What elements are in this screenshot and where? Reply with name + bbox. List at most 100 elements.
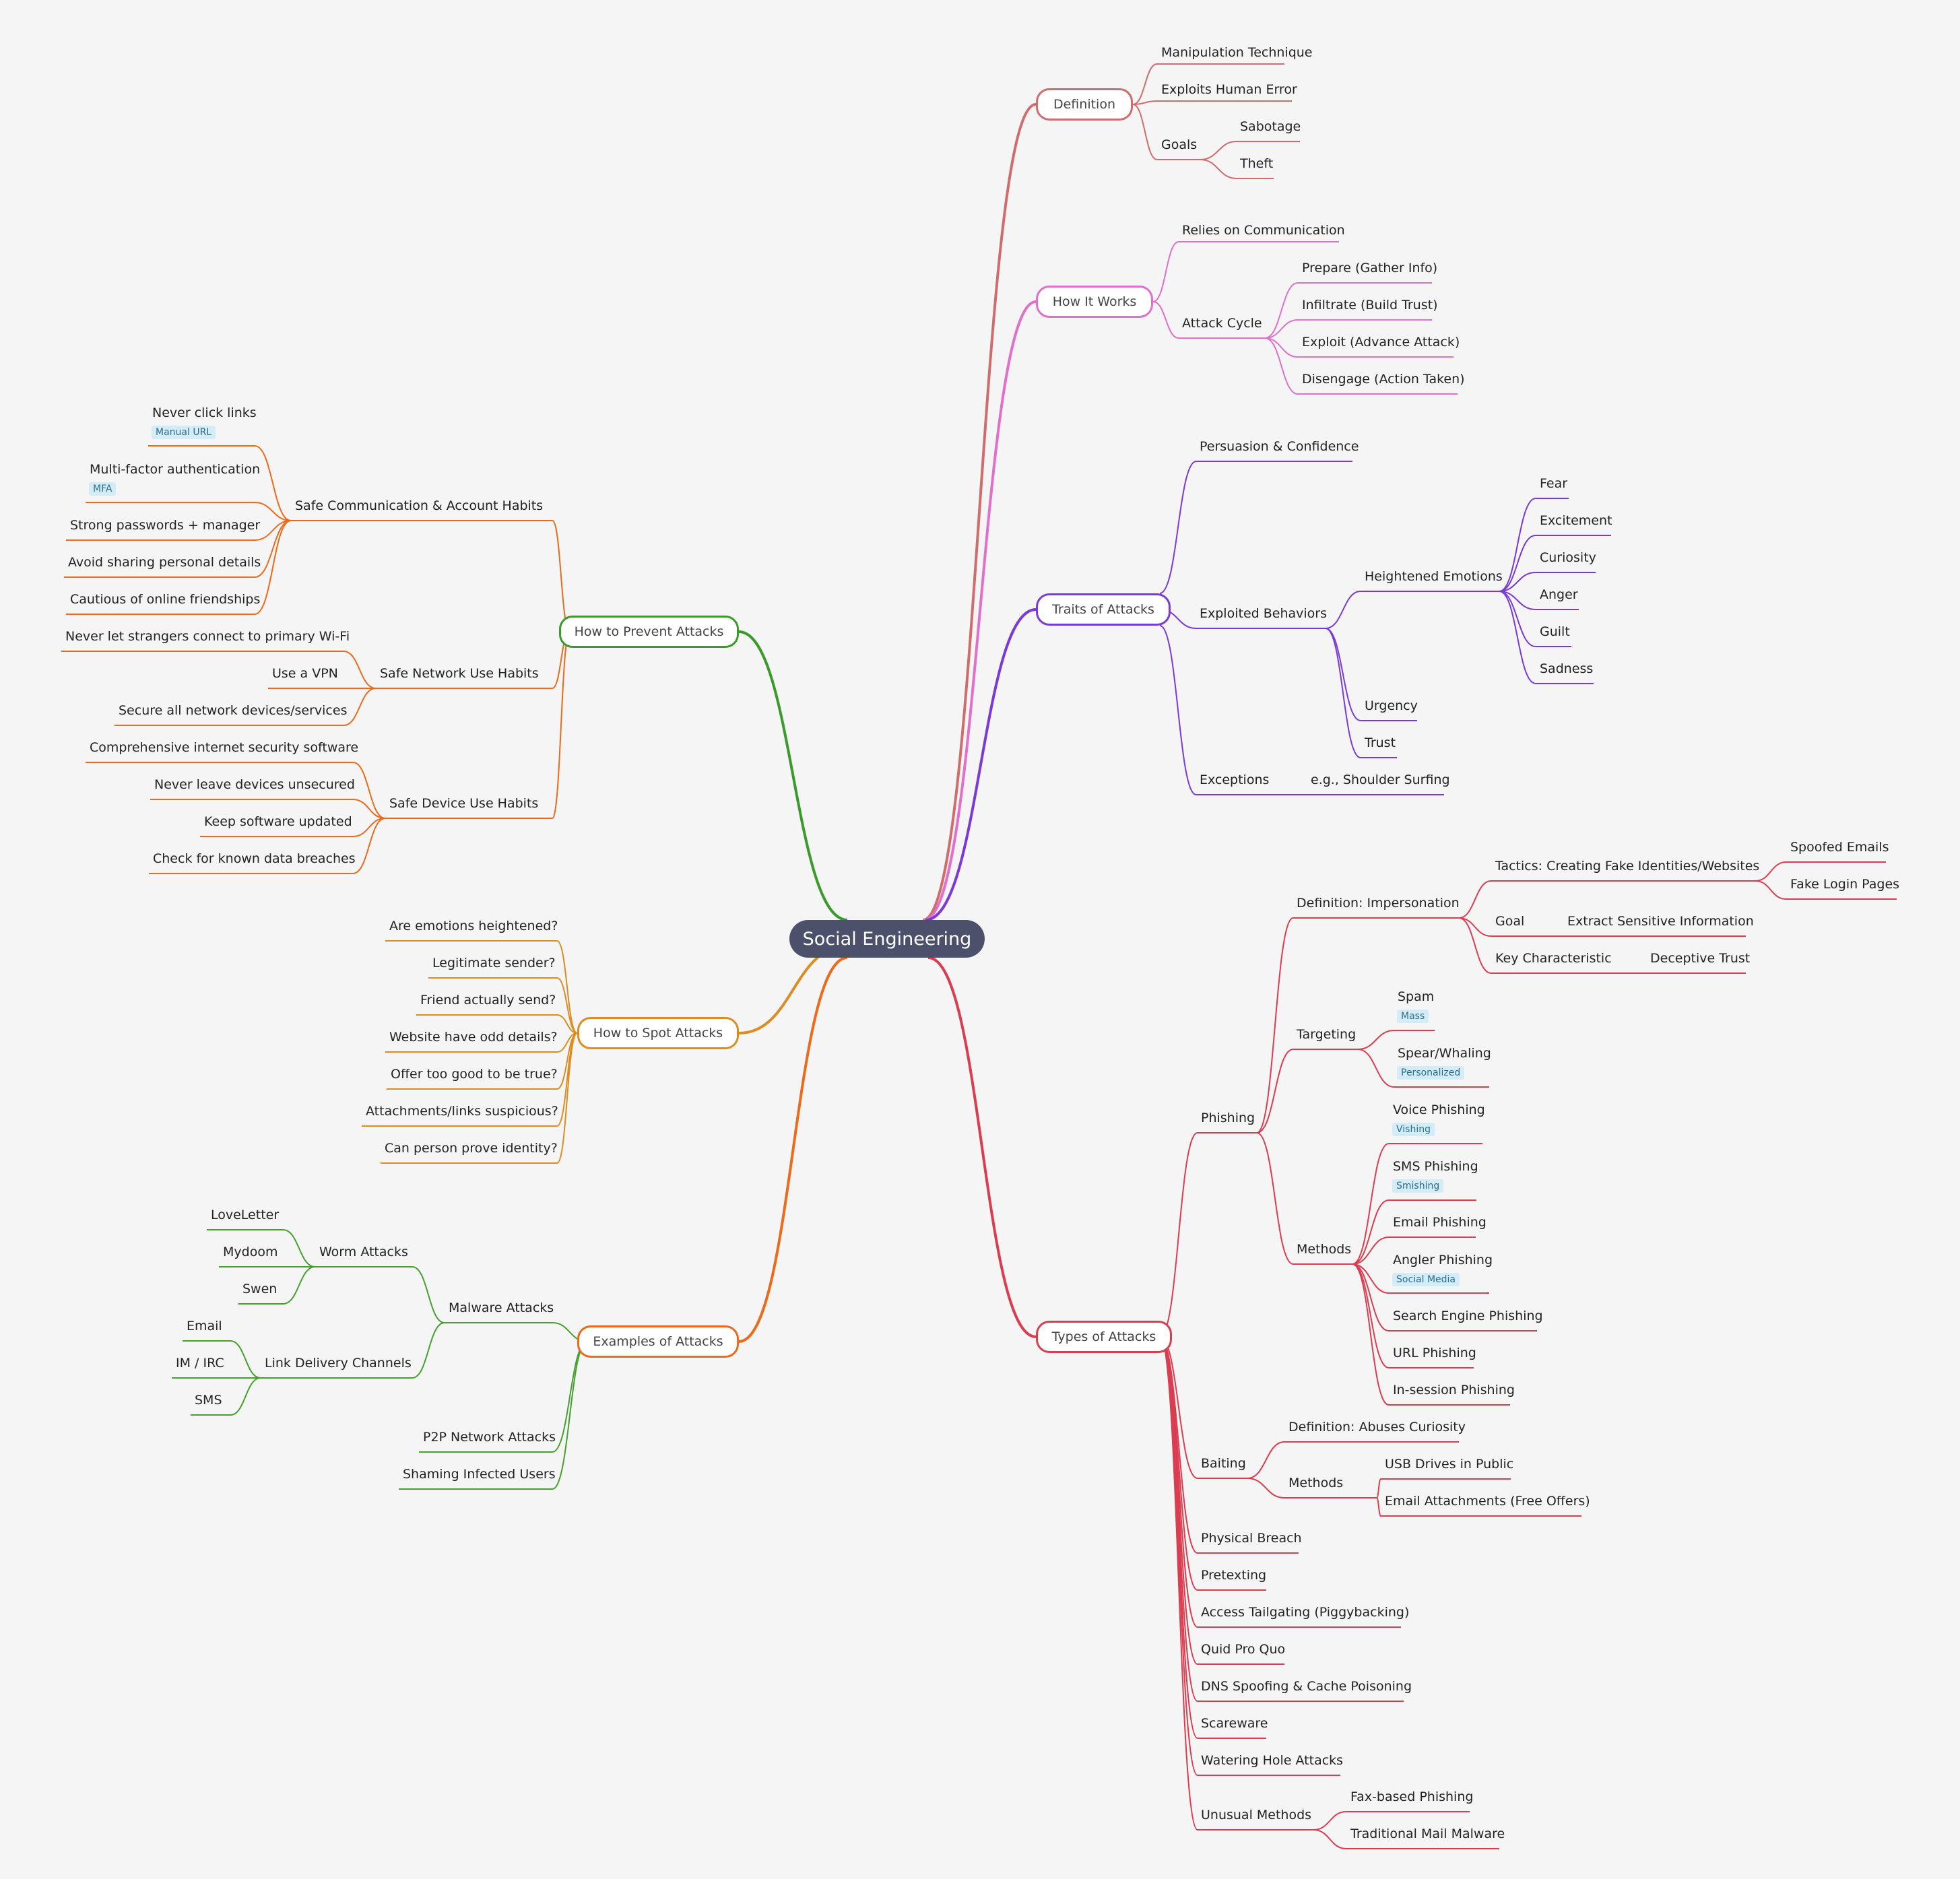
emotion-item[interactable]: Guilt (1540, 624, 1570, 639)
spot-item[interactable]: Offer too good to be true? (391, 1067, 558, 1082)
spot-item[interactable]: Are emotions heightened? (389, 919, 558, 933)
baiting-method-item[interactable]: USB Drives in Public (1385, 1457, 1514, 1472)
prevent-item[interactable]: Cautious of online friendships (70, 592, 261, 607)
exceptions[interactable]: Exceptions (1200, 772, 1270, 787)
prevent-network[interactable]: Safe Network Use Habits (380, 666, 539, 681)
method-item[interactable]: Search Engine Phishing (1393, 1309, 1543, 1323)
emotion-item[interactable]: Curiosity (1540, 550, 1596, 565)
device-item[interactable]: Comprehensive internet security software (90, 740, 359, 755)
phishing-goal-value[interactable]: Extract Sensitive Information (1567, 914, 1754, 929)
device-item[interactable]: Keep software updated (204, 814, 352, 829)
definition-item[interactable]: Exploits Human Error (1161, 82, 1297, 97)
emotion-item[interactable]: Fear (1540, 476, 1568, 491)
link-delivery[interactable]: Link Delivery Channels (265, 1356, 412, 1371)
method-item[interactable]: Voice Phishing (1393, 1102, 1485, 1117)
branch-how-it-works[interactable]: How It Works (1036, 286, 1153, 318)
traits-item[interactable]: Persuasion & Confidence (1200, 439, 1359, 454)
emotion-item[interactable]: Excitement (1540, 513, 1612, 528)
prevent-item[interactable]: Multi-factor authentication (90, 462, 261, 477)
prevent-device[interactable]: Safe Device Use Habits (389, 796, 539, 811)
baiting-definition[interactable]: Definition: Abuses Curiosity (1288, 1420, 1466, 1435)
exploited-behaviors[interactable]: Exploited Behaviors (1200, 606, 1327, 621)
network-item[interactable]: Secure all network devices/services (119, 703, 348, 718)
branch-spot[interactable]: How to Spot Attacks (577, 1017, 739, 1049)
method-item[interactable]: URL Phishing (1393, 1346, 1476, 1360)
attack-type[interactable]: Watering Hole Attacks (1201, 1753, 1344, 1768)
method-item[interactable]: Angler Phishing (1393, 1253, 1493, 1267)
method-item[interactable]: SMS Phishing (1393, 1159, 1478, 1174)
tactic-item[interactable]: Fake Login Pages (1790, 877, 1900, 892)
behavior-item[interactable]: Trust (1365, 735, 1396, 750)
baiting-method-item[interactable]: Email Attachments (Free Offers) (1385, 1494, 1590, 1509)
goal-item[interactable]: Sabotage (1240, 119, 1301, 134)
method-item[interactable]: Email Phishing (1393, 1215, 1487, 1230)
cycle-item[interactable]: Exploit (Advance Attack) (1302, 335, 1460, 350)
network-item[interactable]: Never let strangers connect to primary W… (65, 629, 350, 644)
attack-type[interactable]: Scareware (1201, 1716, 1268, 1731)
example-item[interactable]: Shaming Infected Users (403, 1467, 556, 1482)
definition-item[interactable]: Manipulation Technique (1161, 45, 1313, 60)
how-it-works-item[interactable]: Relies on Communication (1182, 223, 1345, 238)
method-item[interactable]: In-session Phishing (1393, 1383, 1515, 1397)
phishing-targeting[interactable]: Targeting (1297, 1027, 1357, 1042)
worm-attacks[interactable]: Worm Attacks (319, 1245, 408, 1259)
branch-types[interactable]: Types of Attacks (1036, 1321, 1172, 1353)
targeting-item[interactable]: Spear/Whaling (1398, 1046, 1491, 1061)
spot-item[interactable]: Can person prove identity? (385, 1141, 558, 1156)
phishing[interactable]: Phishing (1201, 1111, 1255, 1125)
heightened-emotions[interactable]: Heightened Emotions (1365, 569, 1503, 584)
attack-type[interactable]: DNS Spoofing & Cache Poisoning (1201, 1679, 1412, 1694)
link-item[interactable]: SMS (195, 1393, 222, 1408)
unusual-item[interactable]: Fax-based Phishing (1350, 1789, 1474, 1804)
attack-type[interactable]: Physical Breach (1201, 1531, 1302, 1546)
branch-traits[interactable]: Traits of Attacks (1036, 593, 1171, 626)
attack-type[interactable]: Pretexting (1201, 1568, 1267, 1583)
link-item[interactable]: IM / IRC (176, 1356, 224, 1371)
phishing-goal[interactable]: Goal (1495, 914, 1525, 929)
phishing-methods[interactable]: Methods (1297, 1242, 1352, 1257)
phishing-definition[interactable]: Definition: Impersonation (1297, 896, 1460, 911)
emotion-item[interactable]: Sadness (1540, 661, 1594, 676)
attack-cycle[interactable]: Attack Cycle (1182, 316, 1262, 331)
spot-item[interactable]: Legitimate sender? (432, 956, 556, 970)
branch-prevent[interactable]: How to Prevent Attacks (559, 616, 739, 648)
phishing-key-value[interactable]: Deceptive Trust (1650, 951, 1751, 966)
phishing-tactics[interactable]: Tactics: Creating Fake Identities/Websit… (1495, 859, 1760, 873)
attack-type[interactable]: Quid Pro Quo (1201, 1642, 1286, 1657)
root-node[interactable]: Social Engineering (789, 920, 985, 958)
cycle-item[interactable]: Infiltrate (Build Trust) (1302, 298, 1438, 312)
baiting-methods[interactable]: Methods (1288, 1476, 1344, 1490)
emotion-item[interactable]: Anger (1540, 587, 1578, 602)
phishing-key[interactable]: Key Characteristic (1495, 951, 1612, 966)
spot-item[interactable]: Attachments/links suspicious? (366, 1104, 558, 1119)
behavior-item[interactable]: Urgency (1365, 698, 1418, 713)
unusual-methods[interactable]: Unusual Methods (1201, 1808, 1312, 1822)
baiting[interactable]: Baiting (1201, 1456, 1246, 1471)
network-item[interactable]: Use a VPN (272, 666, 338, 681)
prevent-item[interactable]: Strong passwords + manager (70, 518, 261, 533)
link-item[interactable]: Email (187, 1319, 222, 1333)
prevent-item[interactable]: Avoid sharing personal details (68, 555, 261, 570)
prevent-item[interactable]: Never click links (152, 405, 257, 420)
branch-definition[interactable]: Definition (1036, 88, 1133, 121)
spot-item[interactable]: Friend actually send? (420, 993, 556, 1008)
exception-example[interactable]: e.g., Shoulder Surfing (1311, 772, 1450, 787)
example-item[interactable]: P2P Network Attacks (423, 1430, 556, 1445)
worm-item[interactable]: Swen (242, 1282, 277, 1296)
device-item[interactable]: Check for known data breaches (153, 851, 356, 866)
cycle-item[interactable]: Prepare (Gather Info) (1302, 261, 1438, 275)
branch-examples[interactable]: Examples of Attacks (577, 1325, 739, 1358)
malware-attacks[interactable]: Malware Attacks (449, 1300, 554, 1315)
goal-item[interactable]: Theft (1240, 156, 1274, 171)
cycle-item[interactable]: Disengage (Action Taken) (1302, 372, 1465, 387)
worm-item[interactable]: LoveLetter (211, 1208, 280, 1222)
prevent-communication[interactable]: Safe Communication & Account Habits (295, 498, 544, 513)
definition-goals[interactable]: Goals (1161, 137, 1198, 152)
tactic-item[interactable]: Spoofed Emails (1790, 840, 1889, 855)
unusual-item[interactable]: Traditional Mail Malware (1350, 1826, 1505, 1841)
spot-item[interactable]: Website have odd details? (389, 1030, 558, 1045)
device-item[interactable]: Never leave devices unsecured (154, 777, 355, 792)
targeting-item[interactable]: Spam (1398, 989, 1435, 1004)
attack-type[interactable]: Access Tailgating (Piggybacking) (1201, 1605, 1410, 1620)
worm-item[interactable]: Mydoom (223, 1245, 278, 1259)
